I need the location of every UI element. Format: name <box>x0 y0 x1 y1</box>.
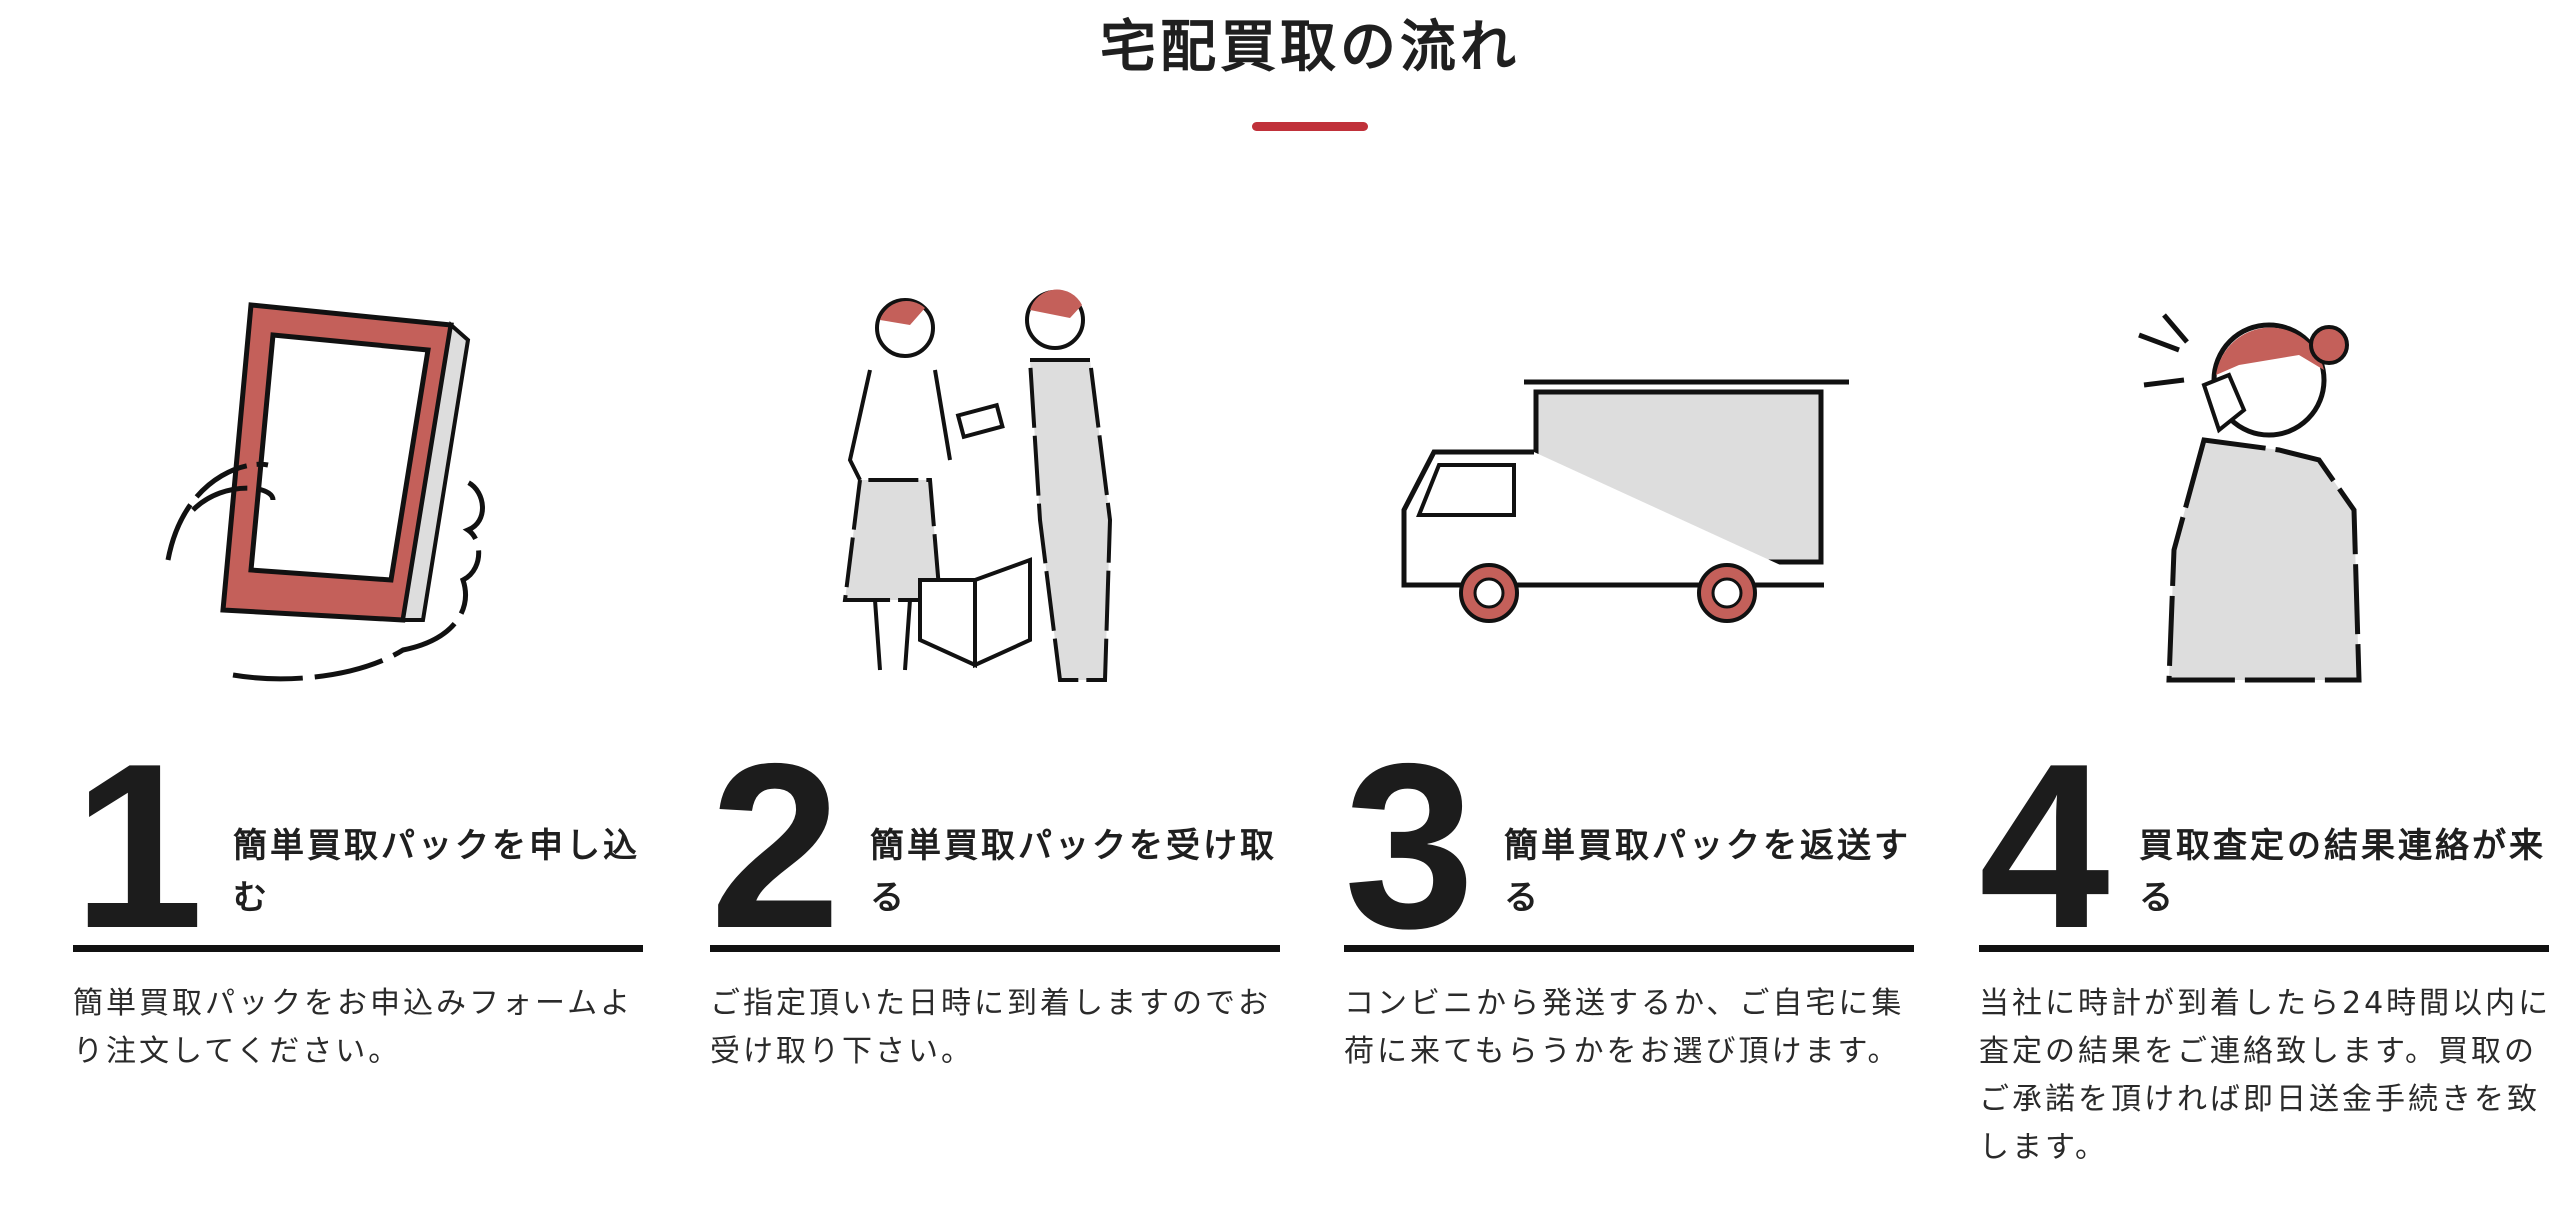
step-description: 簡単買取パックをお申込みフォームより注文してください。 <box>73 986 634 1069</box>
step-number: 2 <box>710 714 841 977</box>
step-number: 3 <box>1344 714 1475 977</box>
divider <box>710 945 1280 952</box>
step-description: コンビニから発送するか、ご自宅に集荷に来てもらうかをお選び頂けます。 <box>1344 986 1905 1069</box>
divider <box>1979 945 2549 952</box>
step-description: ご指定頂いた日時に到着しますのでお受け取り下さい。 <box>710 986 1271 1069</box>
step-number: 1 <box>73 714 204 977</box>
step-heading: 簡単買取パックを返送する <box>1504 826 1911 918</box>
step-4: 4 買取査定の結果連絡が来る 当社に時計が到着したら24時間以内に査定の結果をご… <box>1979 280 2549 1220</box>
step-heading: 買取査定の結果連絡が来る <box>2139 826 2546 918</box>
step-heading: 簡単買取パックを申し込む <box>233 826 640 918</box>
page-title: 宅配買取の流れ <box>1100 15 1520 80</box>
delivery-handover-illustration <box>842 289 1113 682</box>
step-3: 3 簡単買取パックを返送する コンビニから発送するか、ご自宅に集荷に来てもらうか… <box>1344 280 1914 1220</box>
title-underline <box>1252 122 1368 131</box>
step-2: 2 簡単買取パックを受け取る ご指定頂いた日時に到着しますのでお受け取り下さい。 <box>710 280 1280 1220</box>
woman-on-phone-illustration <box>2138 313 2362 683</box>
step-1: 1 簡単買取パックを申し込む 簡単買取パックをお申込みフォームより注文してくださ… <box>73 280 643 1220</box>
divider <box>1344 945 1914 952</box>
divider <box>73 945 643 952</box>
step-heading: 簡単買取パックを受け取る <box>870 826 1277 918</box>
smartphone-in-hand-illustration <box>165 302 485 682</box>
delivery-truck-illustration <box>1401 379 1849 623</box>
step-description: 当社に時計が到着したら24時間以内に査定の結果をご連絡致します。買取のご承諾を頂… <box>1979 986 2552 1165</box>
step-number: 4 <box>1979 714 2110 977</box>
